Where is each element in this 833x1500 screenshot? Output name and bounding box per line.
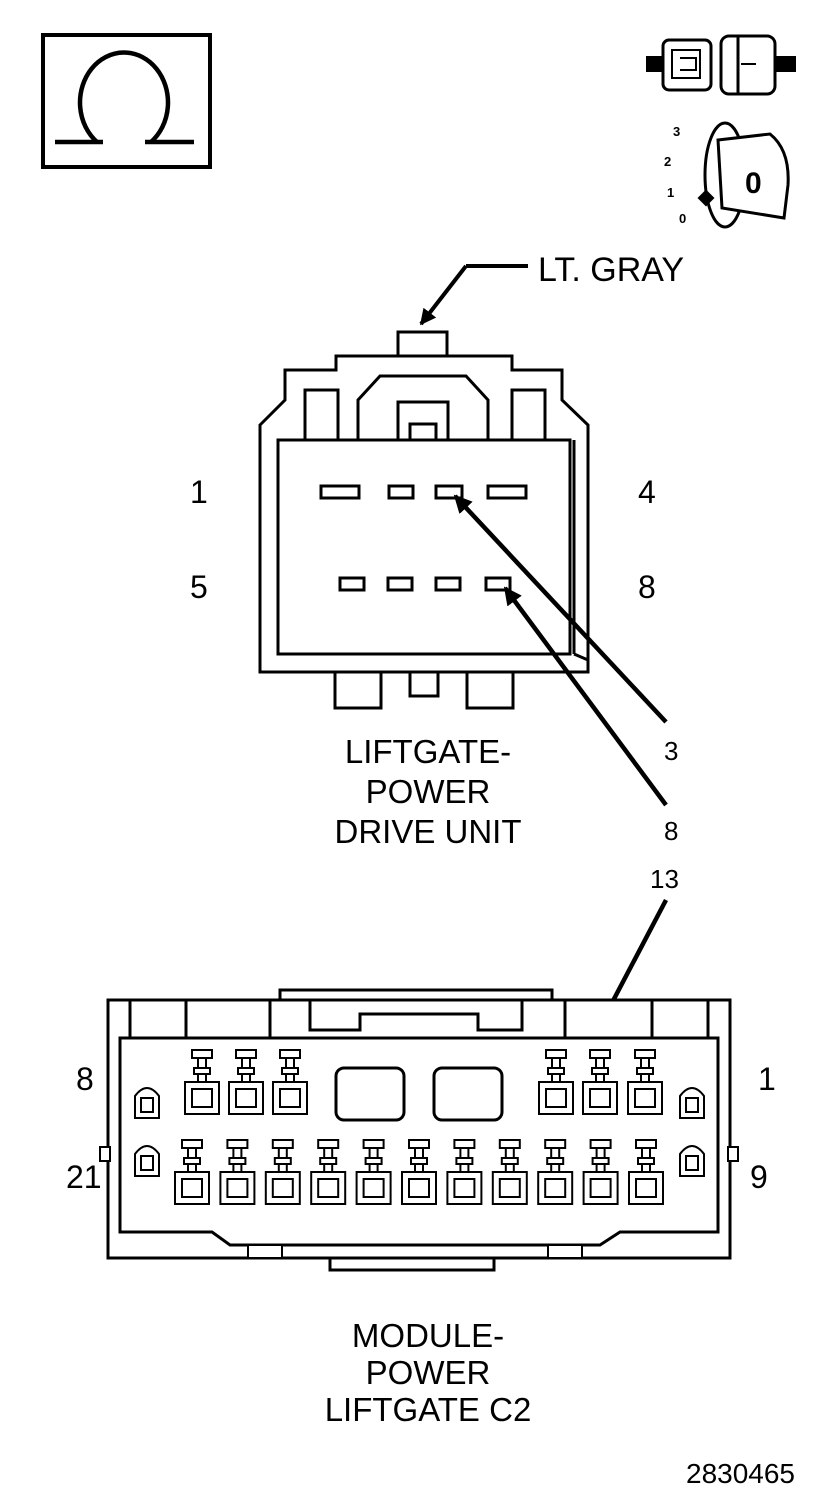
ohmmeter-icon bbox=[41, 33, 212, 169]
module-c2-cavity-bottom-3 bbox=[264, 1139, 301, 1205]
key-position-3: 3 bbox=[673, 124, 680, 139]
drive-unit-terminal-5 bbox=[338, 576, 366, 592]
module-c2-cavity-bottom-10 bbox=[582, 1139, 619, 1205]
module-c2-cavity-bottom-8 bbox=[491, 1139, 528, 1205]
module-c2-cavity-top-4 bbox=[538, 1049, 574, 1115]
module-c2-latch-bottom-right bbox=[679, 1145, 705, 1177]
module-c2-cavity-top-3 bbox=[272, 1049, 308, 1115]
connector-color-label: LT. GRAY bbox=[538, 251, 684, 289]
ignition-key-icon: 3 2 1 0 0 bbox=[664, 121, 790, 229]
drive-unit-terminal-1 bbox=[319, 484, 361, 500]
module-c2-cavity-bottom-4 bbox=[310, 1139, 347, 1205]
module-c2-pin-label-9: 9 bbox=[750, 1159, 768, 1195]
module-c2-cavity-top-2 bbox=[228, 1049, 264, 1115]
module-c2-cavity-top-5 bbox=[582, 1049, 618, 1115]
svg-text:LIFTGATE C2: LIFTGATE C2 bbox=[325, 1391, 532, 1428]
module-c2-pin-label-21: 21 bbox=[66, 1159, 102, 1195]
module-c2-cavities bbox=[174, 1049, 664, 1205]
wire-label-8: 8 bbox=[664, 816, 678, 846]
drive-unit-connector bbox=[258, 330, 590, 710]
wire-label-3: 3 bbox=[664, 736, 678, 766]
module-c2-cavity-bottom-5 bbox=[355, 1139, 392, 1205]
wire-3-leader bbox=[453, 494, 668, 724]
module-c2-cavity-top-6 bbox=[627, 1049, 663, 1115]
key-label: 0 bbox=[745, 167, 762, 200]
drive-unit-terminal-6 bbox=[386, 576, 414, 592]
module-c2-latch-bottom-left bbox=[134, 1145, 160, 1177]
module-c2-title: MODULE- POWER LIFTGATE C2 bbox=[325, 1317, 532, 1428]
svg-text:LIFTGATE-: LIFTGATE- bbox=[345, 733, 511, 770]
disconnected-connector-icon bbox=[646, 34, 796, 96]
drive-unit-pin-label-4: 4 bbox=[638, 474, 656, 510]
module-c2-latches bbox=[134, 1087, 705, 1177]
wire-label-13: 13 bbox=[650, 864, 679, 894]
module-c2-cavity-bottom-11 bbox=[628, 1139, 664, 1205]
module-c2-cavity-bottom-1 bbox=[174, 1139, 210, 1205]
module-c2-latch-top-right bbox=[679, 1087, 705, 1119]
module-c2-cavity-top-1 bbox=[184, 1049, 220, 1115]
module-c2-cavity-bottom-9 bbox=[537, 1139, 574, 1205]
figure-number: 2830465 bbox=[686, 1458, 795, 1489]
module-c2-connector bbox=[99, 988, 739, 1272]
drive-unit-terminal-7 bbox=[434, 576, 462, 592]
module-c2-cavity-bottom-6 bbox=[401, 1139, 437, 1205]
module-c2-pin-label-1: 1 bbox=[758, 1061, 776, 1097]
key-position-0: 0 bbox=[679, 211, 686, 226]
module-c2-pin-label-8: 8 bbox=[76, 1061, 94, 1097]
svg-text:POWER: POWER bbox=[366, 773, 491, 810]
drive-unit-pin-label-5: 5 bbox=[190, 569, 208, 605]
drive-unit-title: LIFTGATE- POWER DRIVE UNIT bbox=[334, 733, 521, 850]
drive-unit-pin-label-8: 8 bbox=[638, 569, 656, 605]
svg-text:DRIVE UNIT: DRIVE UNIT bbox=[334, 813, 521, 850]
drive-unit-terminal-4 bbox=[486, 484, 528, 500]
key-position-2: 2 bbox=[664, 154, 671, 169]
connector-color-callout: LT. GRAY bbox=[419, 251, 684, 326]
svg-text:MODULE-: MODULE- bbox=[352, 1317, 504, 1354]
wire-8-leader bbox=[503, 586, 668, 807]
module-c2-cavity-bottom-7 bbox=[446, 1139, 483, 1205]
key-position-1: 1 bbox=[667, 185, 674, 200]
drive-unit-terminal-2 bbox=[387, 484, 415, 500]
svg-text:POWER: POWER bbox=[366, 1354, 491, 1391]
drive-unit-pin-label-1: 1 bbox=[190, 474, 208, 510]
module-c2-cavity-bottom-2 bbox=[219, 1139, 256, 1205]
module-c2-latch-top-left bbox=[134, 1087, 160, 1119]
